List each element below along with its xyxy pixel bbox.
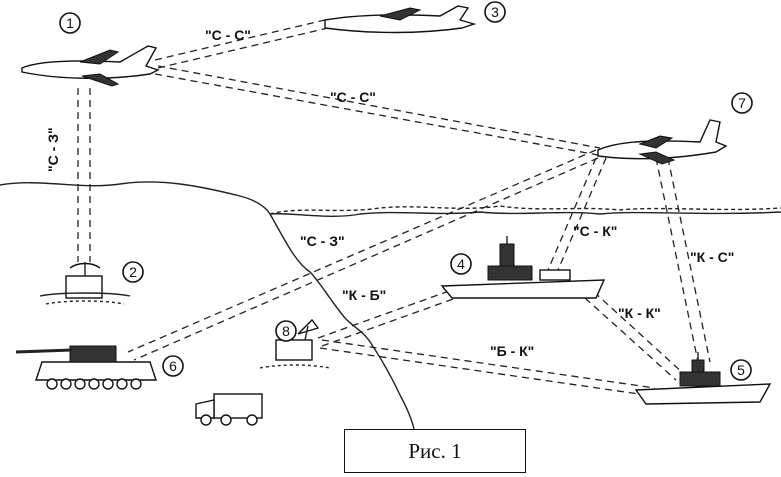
link-7-5-line-a	[655, 157, 699, 363]
link-8-4-line-b	[321, 297, 457, 347]
link-label-8-4: "К - Б"	[342, 287, 386, 303]
link-4-5-line-a	[584, 297, 677, 381]
figure-caption: Рис. 1	[408, 439, 462, 463]
ship-5-icon	[634, 352, 772, 405]
tank-wheels	[46, 378, 142, 390]
link-label-7-6: "С - З"	[300, 233, 345, 249]
node-number-7-text: 7	[738, 95, 746, 111]
aircraft-3-icon	[324, 5, 477, 34]
link-label-8-5: "Б - К"	[490, 343, 534, 359]
link-1-7-line-a	[157, 65, 601, 149]
aircraft-1-icon	[21, 45, 160, 87]
link-label-7-4: "С - К"	[573, 223, 617, 239]
coastline	[0, 181, 781, 217]
node-number-3: 3	[484, 1, 506, 23]
node-number-1: 1	[59, 12, 81, 34]
link-7-4-line-a	[547, 157, 597, 271]
link-1-7-line-b	[154, 73, 599, 156]
node-number-1-text: 1	[66, 15, 74, 31]
ground-station-8-icon	[259, 318, 331, 369]
node-number-5: 5	[730, 359, 752, 381]
link-label-1-7: "С - С"	[330, 89, 376, 105]
link-label-1-2: "С - З"	[45, 127, 61, 172]
link-4-5-line-b	[593, 291, 685, 375]
link-7-6-line-b	[133, 157, 599, 361]
link-7-6-line-a	[127, 149, 597, 353]
link-7-5-line-b	[667, 157, 711, 363]
link-1-3-line-b	[157, 27, 329, 69]
link-label-4-5: "К - К"	[618, 305, 661, 321]
node-number-4: 4	[450, 253, 472, 275]
node-number-7: 7	[731, 92, 753, 114]
river	[269, 213, 415, 430]
node-number-5-text: 5	[737, 362, 745, 378]
ground-station-2-icon	[39, 262, 131, 305]
node-number-8-text: 8	[282, 323, 290, 339]
node-number-6-text: 6	[169, 358, 177, 374]
ship-4-icon	[440, 236, 606, 299]
node-number-2: 2	[122, 261, 144, 283]
link-1-3-line-a	[154, 19, 326, 61]
node-number-3-text: 3	[491, 4, 499, 20]
link-8-5-line-a	[321, 339, 656, 389]
tank-6-icon	[15, 345, 157, 390]
truck-icon	[195, 393, 263, 426]
figure-caption-box: Рис. 1	[344, 429, 526, 473]
aircraft-7-icon	[597, 119, 728, 165]
link-label-7-5: "К - С"	[690, 249, 734, 265]
link-7-4-line-b	[557, 157, 607, 271]
node-number-4-text: 4	[457, 256, 465, 272]
water-surface-line	[269, 205, 781, 215]
link-label-1-3: "С - С"	[205, 27, 251, 43]
node-number-6: 6	[162, 355, 184, 377]
link-8-5-line-b	[319, 347, 654, 397]
node-number-2-text: 2	[129, 264, 137, 280]
node-number-8: 8	[275, 320, 297, 342]
